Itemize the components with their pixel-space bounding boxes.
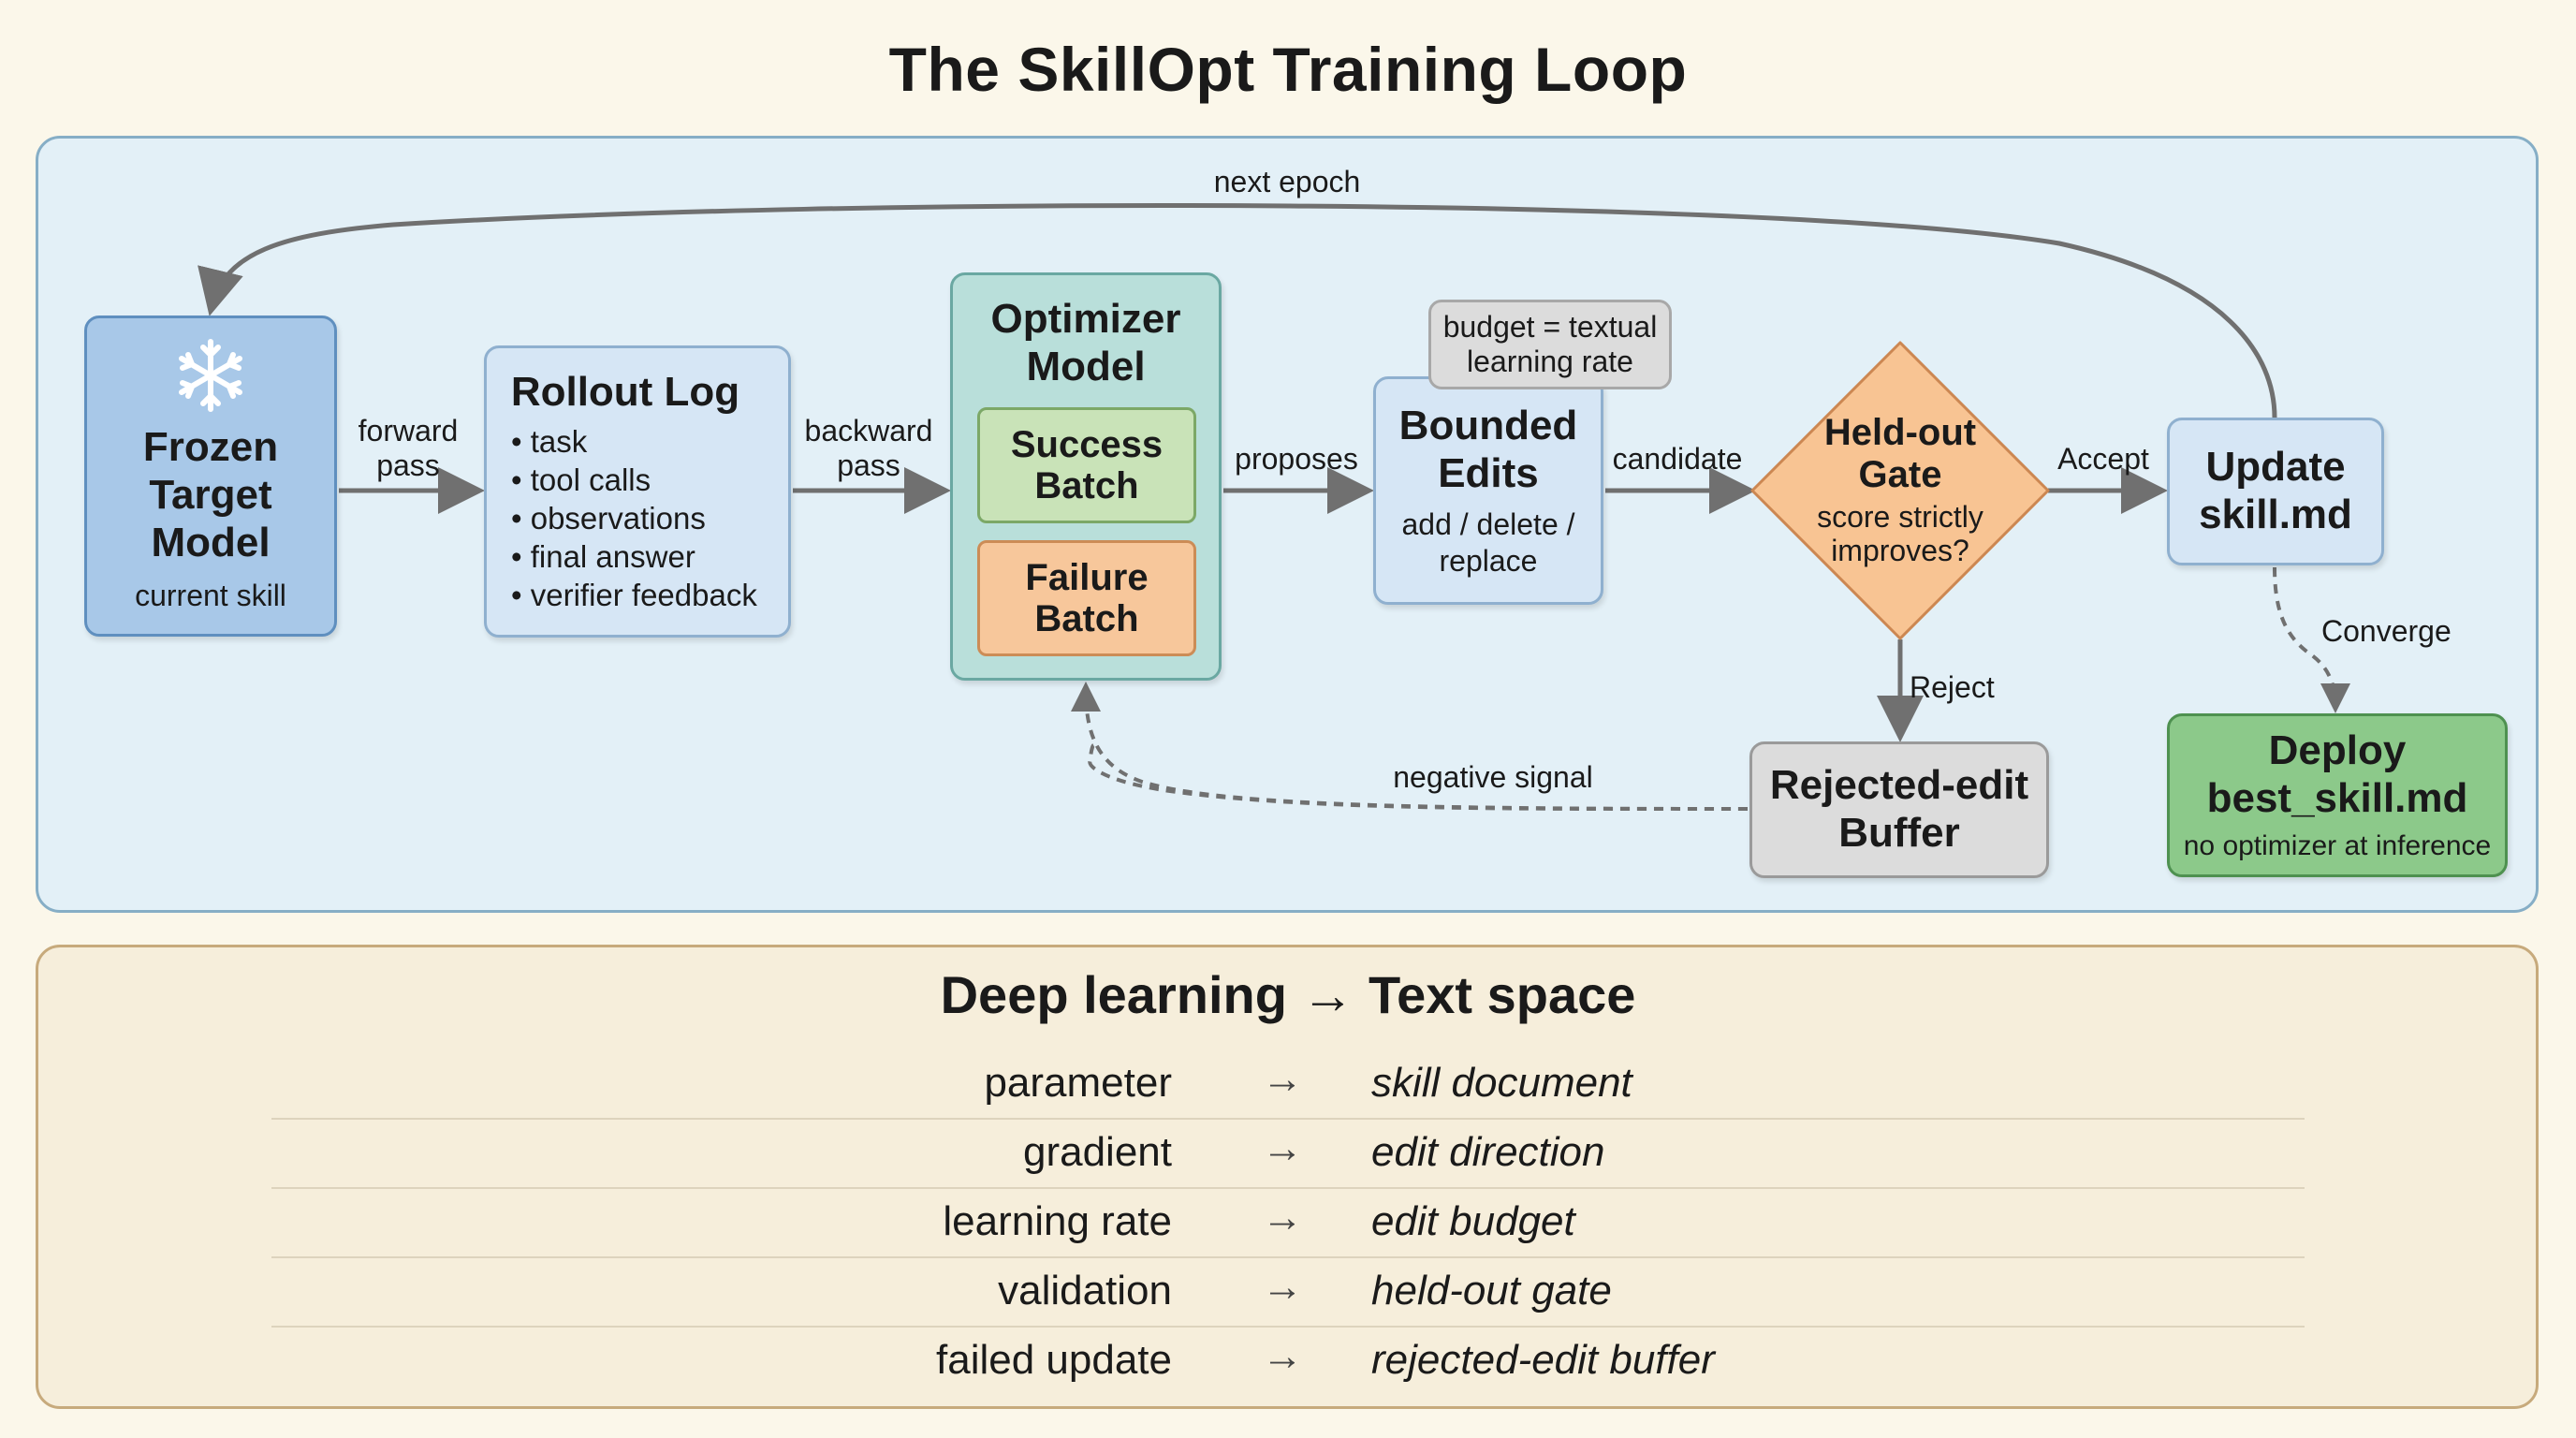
mapping-arrow: →: [1262, 1056, 1303, 1102]
deploy-title: Deploy best_skill.md: [2206, 726, 2468, 821]
optimizer-model-node: Optimizer Model Success Batch Failure Ba…: [950, 272, 1222, 681]
page-title: The SkillOpt Training Loop: [888, 35, 1688, 104]
mapping-row: failed update → rejected-edit buffer: [271, 1328, 2305, 1395]
rollout-log-item: • observations: [511, 500, 706, 536]
mapping-panel: [36, 945, 2539, 1409]
deep-learning-term: gradient: [1022, 1129, 1172, 1175]
held-out-gate-title: Held-out Gate: [1823, 412, 1977, 495]
mapping-row: learning rate → edit budget: [271, 1189, 2305, 1258]
mapping-row: validation → held-out gate: [271, 1258, 2305, 1328]
text-space-term: rejected-edit buffer: [1371, 1337, 1715, 1383]
next-epoch-arrow: [198, 203, 2277, 418]
rejected-edit-buffer-node: Rejected-edit Buffer: [1749, 741, 2049, 878]
converge-arrow: [2273, 566, 2350, 713]
mapping-row: parameter → skill document: [271, 1050, 2305, 1120]
text-space-term: edit direction: [1371, 1129, 1605, 1175]
mapping-title: Deep learning → Text space: [940, 965, 1636, 1024]
deploy-node: Deploy best_skill.md no optimizer at inf…: [2167, 713, 2508, 877]
rollout-log-item: • verifier feedback: [511, 577, 757, 612]
negative-signal-arrow: [1086, 689, 1749, 812]
frozen-target-model-node: Frozen Target Model current skill: [84, 315, 337, 637]
frozen-target-model-subtitle: current skill: [135, 579, 286, 613]
failure-batch-box: Failure Batch: [977, 540, 1196, 656]
bounded-edits-node: Bounded Edits add / delete / replace: [1373, 376, 1603, 605]
rollout-log-node: Rollout Log • task • tool calls • observ…: [484, 345, 791, 638]
text-space-term: held-out gate: [1371, 1268, 1612, 1313]
snowflake-icon: [179, 339, 242, 413]
negative-signal-label: negative signal: [1393, 760, 1593, 794]
mapping-arrow: →: [1262, 1125, 1303, 1171]
update-skill-title: Update skill.md: [2199, 444, 2352, 537]
mapping-row: gradient → edit direction: [271, 1120, 2305, 1189]
deploy-subtitle: no optimizer at inference: [2183, 830, 2492, 862]
deep-learning-term: validation: [998, 1268, 1172, 1313]
optimizer-model-title: Optimizer Model: [990, 296, 1181, 389]
converge-label: Converge: [2321, 614, 2452, 648]
held-out-gate-node: Held-out Gate score strictly improves?: [1760, 412, 2041, 568]
deep-learning-term: failed update: [936, 1337, 1172, 1383]
forward-pass-label: forward pass: [358, 414, 459, 482]
mapping-arrow: →: [1262, 1195, 1303, 1240]
gate-diamond: [1750, 341, 2050, 640]
held-out-gate-subtitle: score strictly improves?: [1817, 499, 1983, 568]
backward-pass-label: backward pass: [804, 414, 933, 482]
reject-label: Reject: [1910, 670, 1995, 704]
rollout-log-item: • tool calls: [511, 462, 651, 497]
update-skill-node: Update skill.md: [2167, 418, 2384, 565]
rejected-edit-buffer-title: Rejected-edit Buffer: [1769, 762, 2029, 856]
deep-learning-term: parameter: [984, 1060, 1172, 1106]
bounded-edits-subtitle: add / delete / replace: [1401, 507, 1575, 578]
mapping-table: parameter → skill document gradient → ed…: [271, 1050, 2305, 1395]
diagram-panel: [36, 136, 2539, 913]
bounded-edits-title: Bounded Edits: [1398, 403, 1578, 496]
rollout-log-item: • final answer: [511, 538, 695, 574]
text-space-term: edit budget: [1371, 1198, 1575, 1244]
accept-label: Accept: [2057, 442, 2149, 476]
mapping-arrow: →: [1262, 1333, 1303, 1379]
rollout-log-title: Rollout Log: [510, 369, 740, 415]
budget-note-bubble: budget = textual learning rate: [1428, 300, 1672, 389]
text-space-term: skill document: [1371, 1060, 1632, 1106]
mapping-arrow: →: [1262, 1264, 1303, 1310]
next-epoch-label: next epoch: [1213, 165, 1361, 198]
rollout-log-item: • task: [511, 423, 588, 459]
frozen-target-model-title: Frozen Target Model: [142, 424, 279, 565]
success-batch-box: Success Batch: [977, 407, 1196, 523]
proposes-label: proposes: [1235, 442, 1358, 476]
candidate-label: candidate: [1612, 442, 1743, 476]
deep-learning-term: learning rate: [943, 1198, 1172, 1244]
